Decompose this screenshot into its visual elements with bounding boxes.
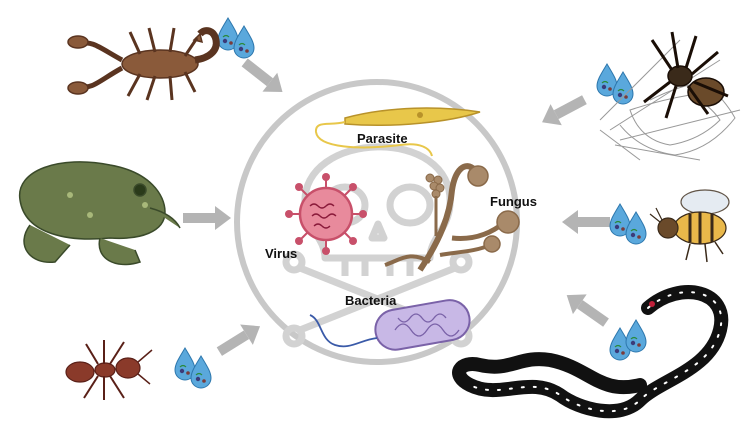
fungus-illustration [384,163,520,272]
frog-illustration [19,161,181,266]
arrow-spider [542,95,587,126]
snake-illustration [452,285,729,419]
arrow-frog [183,206,231,230]
ant-illustration [65,340,153,400]
bacteria-label: Bacteria [345,293,397,308]
arrows [183,58,610,356]
arrow-bee [562,210,610,234]
bee-illustration [649,189,730,263]
drop-icon [609,203,647,245]
drop-icon [217,17,255,59]
parasite-illustration [315,107,481,157]
drop-icon [174,347,212,389]
drop-icon [609,319,647,361]
virus-illustration [285,173,367,255]
arrow-snake [566,294,609,327]
scorpion-illustration [67,27,220,101]
drop-icon [596,63,634,105]
spider-illustration [599,31,741,161]
virus-label: Virus [265,246,297,261]
arrow-scorpion [241,58,283,93]
parasite-label: Parasite [357,131,408,146]
fungus-label: Fungus [490,194,537,209]
arrow-ant [216,324,261,356]
bacteria-illustration [309,299,471,351]
